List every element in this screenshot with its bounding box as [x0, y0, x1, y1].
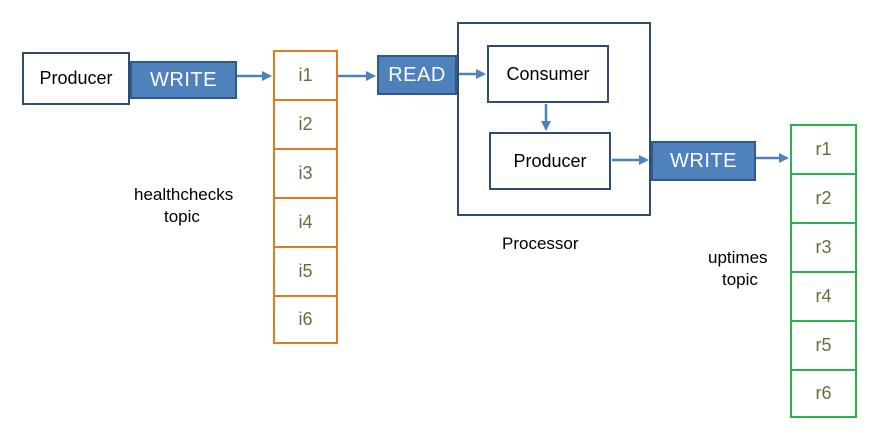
uptimes-item: r5 [790, 320, 857, 371]
producer-inner-box: Producer [489, 132, 611, 190]
uptimes-item: r3 [790, 222, 857, 273]
write-left-label: WRITE [150, 68, 217, 91]
healthchecks-item: i4 [273, 197, 338, 248]
write-right-label: WRITE [670, 149, 737, 172]
producer-left-box: Producer [22, 52, 130, 105]
healthchecks-label-line1: healthchecks [134, 185, 234, 204]
uptimes-item: r1 [790, 124, 857, 175]
healthchecks-item: i6 [273, 295, 338, 344]
healthchecks-item: i1 [273, 50, 338, 101]
producer-inner-label: Producer [513, 150, 587, 171]
producer-left-label: Producer [39, 68, 113, 88]
uptimes-topic: r1 r2 r3 r4 r5 r6 [790, 124, 857, 418]
consumer-label: Consumer [506, 63, 590, 84]
consumer-box: Consumer [487, 45, 609, 103]
uptimes-item: r4 [790, 271, 857, 322]
healthchecks-topic: i1 i2 i3 i4 i5 i6 [273, 50, 338, 344]
processor-box [457, 22, 651, 216]
uptimes-topic-label: uptimes topic [708, 247, 788, 291]
uptimes-label-line2: topic [722, 270, 758, 289]
read-label: READ [388, 63, 446, 86]
read-tag: READ [377, 55, 457, 95]
healthchecks-item: i3 [273, 148, 338, 199]
uptimes-item: r6 [790, 369, 857, 418]
processor-label: Processor [502, 234, 579, 253]
healthchecks-label-line2: topic [164, 207, 200, 226]
uptimes-label-line1: uptimes [708, 248, 768, 267]
healthchecks-item: i5 [273, 246, 338, 297]
write-right-tag: WRITE [651, 141, 756, 181]
healthchecks-item: i2 [273, 99, 338, 150]
healthchecks-topic-label: healthchecks topic [134, 184, 264, 228]
uptimes-item: r2 [790, 173, 857, 224]
write-left-tag: WRITE [130, 61, 237, 99]
